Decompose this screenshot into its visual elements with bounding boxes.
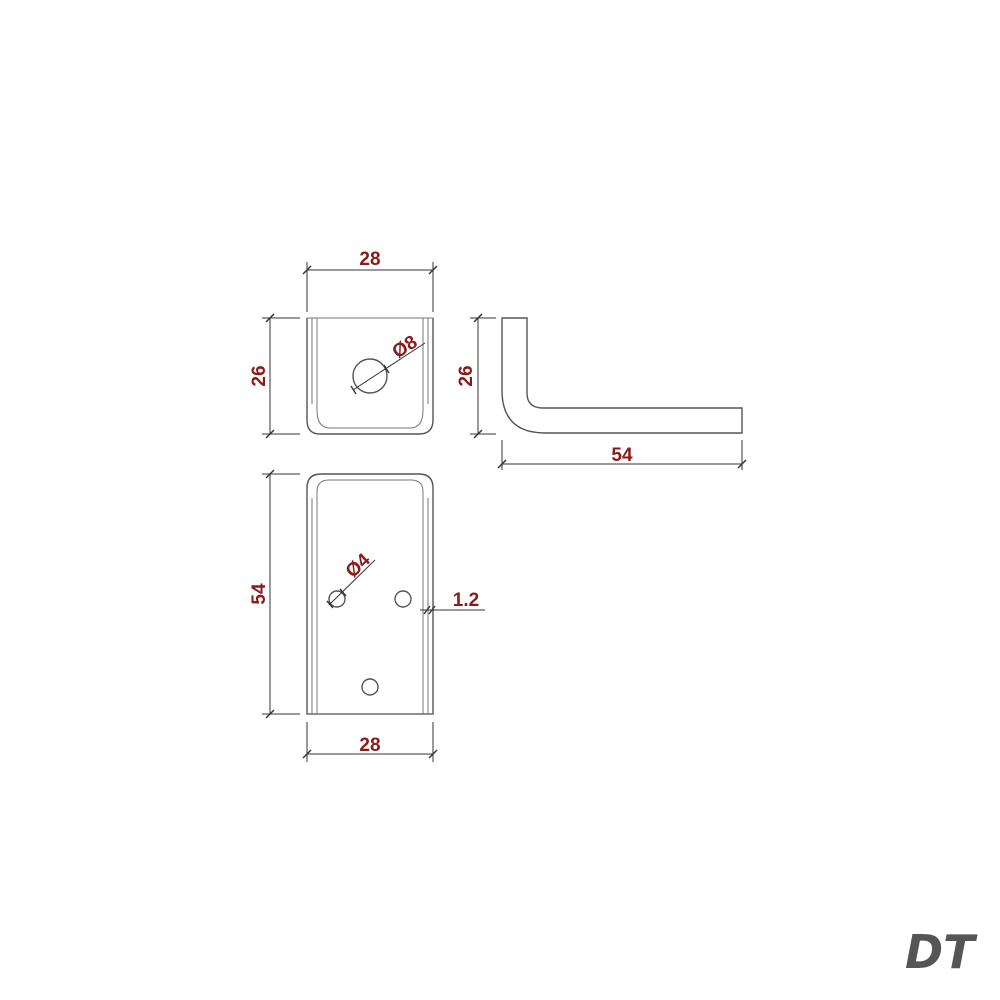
small-hole-bottom	[361, 678, 379, 696]
dim-label-side-length: 54	[611, 445, 633, 466]
logo: DT	[905, 925, 978, 979]
front-view-outline	[306, 473, 434, 715]
dim-label-thickness: 1.2	[453, 590, 479, 611]
dim-thickness: 1.2	[420, 590, 485, 615]
front-view	[306, 473, 434, 715]
dim-front-height: 54	[249, 469, 300, 719]
dim-front-width: 28	[302, 722, 438, 762]
top-view-outline	[306, 318, 434, 435]
dim-top-width: 28	[302, 249, 438, 312]
dim-label-front-width: 28	[359, 735, 380, 756]
side-view-profile	[501, 317, 743, 434]
dim-label-hole-large: Ø8	[389, 332, 422, 363]
dim-side-length: 54	[497, 440, 747, 470]
front-view-inner-bend	[311, 479, 429, 714]
small-hole-left	[328, 590, 346, 608]
dim-side-height: 26	[456, 313, 496, 439]
dim-hole-small: Ø4	[326, 549, 376, 609]
top-view	[306, 317, 434, 435]
dim-top-height: 26	[249, 313, 300, 439]
dim-label-front-height: 54	[249, 583, 270, 605]
small-hole-right	[394, 590, 412, 608]
side-view	[501, 317, 743, 434]
logo-text: DT	[905, 925, 978, 979]
dim-label-top-height: 26	[249, 365, 270, 386]
top-view-inner-bend	[311, 318, 429, 429]
dim-label-side-height: 26	[456, 365, 477, 386]
dim-hole-large: Ø8	[350, 332, 426, 395]
dim-label-top-width: 28	[359, 249, 380, 270]
large-hole	[352, 358, 388, 394]
dim-label-hole-small: Ø4	[342, 549, 375, 582]
